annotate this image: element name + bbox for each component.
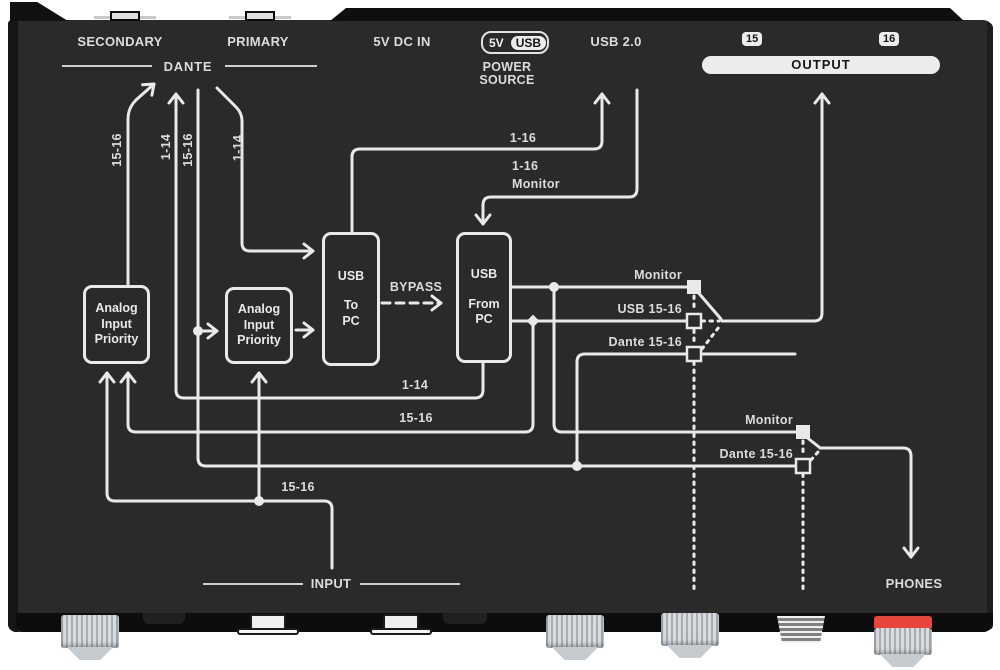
label-phones: PHONES (885, 576, 943, 591)
box-line: From (468, 296, 500, 311)
label-usb-2-0: USB 2.0 (590, 34, 642, 49)
badge-5v: 5V (489, 35, 504, 50)
dante-secondary-port-icon (94, 11, 156, 21)
control-knob[interactable] (546, 615, 604, 660)
label-input: INPUT (310, 576, 352, 591)
chassis-right-edge (987, 22, 993, 630)
dante-rule-left (62, 65, 152, 67)
wire-dante-branch-to-sw1 (575, 352, 797, 468)
label-secondary: SECONDARY (77, 34, 163, 49)
wire-label-bypass: BYPASS (389, 280, 443, 294)
box-line: Priority (237, 333, 281, 348)
red-knob-cap (874, 616, 932, 628)
box-line: PC (342, 313, 360, 328)
label-dante: DANTE (163, 59, 213, 74)
label-5v-dc-in: 5V DC IN (373, 34, 431, 49)
junction-dot (193, 326, 203, 336)
wire-usb-15-16-to-analogleft (119, 319, 535, 434)
wire-label-pc-1-14: 1-14 (401, 378, 429, 392)
wire-frompc-1-14-to-dante (167, 92, 485, 400)
sw1-usb-square (685, 312, 703, 330)
sw1-label-dante-15-16: Dante 15-16 (608, 335, 682, 349)
sw1-lever (694, 288, 723, 321)
wire-usb-1-16-monitor-return (474, 88, 639, 226)
junction-diamond (526, 314, 540, 328)
input-jack-flange (370, 628, 432, 635)
sw2-label-dante-15-16: Dante 15-16 (719, 447, 793, 461)
sw1-dotted-dante-pos (700, 325, 721, 351)
output-bar: OUTPUT (702, 56, 940, 74)
junction-dot (254, 496, 264, 506)
wire-label-usb-15-16-return: 15-16 (399, 411, 433, 425)
wire-sw1-to-output (720, 92, 831, 323)
dante-primary-port-icon (229, 11, 291, 21)
usb-from-pc-box: USB From PC (456, 232, 512, 363)
sw1-monitor-selected-square (687, 280, 701, 294)
input-jack-flange (237, 628, 299, 635)
wire-monitor-to-sw2 (552, 285, 797, 434)
wire-label-dante-out-1-14: 1-14 (159, 133, 173, 161)
badge-output-15: 15 (742, 32, 763, 46)
wire-topc-1-16-to-usb (350, 92, 611, 234)
phones-jack[interactable] (777, 616, 825, 643)
label-power: POWER (482, 60, 532, 74)
gain-knob[interactable] (61, 615, 119, 660)
sw2-monitor-selected-square (796, 425, 810, 439)
analog-input-priority-box-left: Analog Input Priority (83, 285, 150, 364)
junction-dot (549, 282, 559, 292)
chassis-left-edge (8, 20, 18, 632)
sw1-dante-square (685, 345, 703, 363)
wire-analogleft-to-dante-15-16 (126, 82, 156, 288)
wire-dante-in-15-16 (196, 88, 797, 468)
wire-label-dante-in-15-16: 15-16 (181, 133, 195, 167)
sw2-dotted-dante-pos (809, 450, 820, 462)
input-rule-right (360, 583, 460, 585)
sw2-label-monitor: Monitor (745, 413, 793, 427)
output-select-knob[interactable] (661, 613, 719, 658)
phones-volume-knob[interactable] (874, 616, 932, 667)
dante-rule-right (225, 65, 317, 67)
junction-dot (572, 461, 582, 471)
wire-label-dante-out-15-16: 15-16 (110, 133, 124, 167)
wire-sw2-to-phones (818, 446, 920, 559)
box-line: USB (337, 268, 365, 283)
input-rule-left (203, 583, 303, 585)
box-line: Analog (95, 301, 138, 316)
wire-analog-input-15-16 (98, 371, 334, 570)
wire-dante-primary-1-14-in (215, 86, 315, 260)
badge-output-16: 16 (879, 32, 900, 46)
badge-usb: USB (510, 35, 547, 50)
analog-input-priority-box-right: Analog Input Priority (225, 287, 293, 364)
box-line: PC (475, 312, 493, 327)
sw1-label-monitor: Monitor (634, 268, 682, 282)
rear-connector-bump (443, 613, 487, 624)
box-line: Priority (94, 332, 139, 347)
box-line: USB (470, 267, 498, 282)
rear-connector-bump (143, 613, 185, 624)
label-primary: PRIMARY (227, 34, 289, 49)
wire-label-1-16-up: 1-16 (509, 131, 537, 145)
wire-label-dante-in-1-14: 1-14 (231, 134, 245, 162)
power-source-badge: 5V USB (481, 31, 550, 54)
sw1-label-usb-15-16: USB 15-16 (617, 302, 682, 316)
sw2-dante-square (794, 457, 812, 475)
wire-label-1-16-return: 1-16 (512, 159, 539, 173)
box-line: Analog (237, 302, 281, 317)
box-line: To (343, 298, 359, 313)
usb-to-pc-box: USB To PC (322, 232, 380, 366)
box-line: Input (243, 317, 275, 332)
label-source: SOURCE (479, 73, 535, 87)
wire-label-input-15-16: 15-16 (281, 480, 315, 494)
chassis-top-raised-edge (330, 8, 964, 21)
box-line: Input (101, 316, 132, 331)
wire-label-monitor-return: Monitor (512, 177, 560, 191)
